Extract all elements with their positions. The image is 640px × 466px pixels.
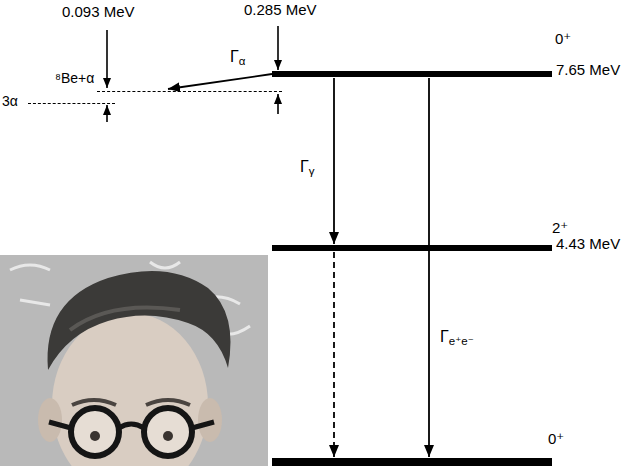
threshold-level: ⁸Be+α (97, 91, 282, 92)
decay-width: Γγ (300, 158, 315, 178)
energy-level: 0⁺7.65 MeV (272, 71, 552, 77)
spin-parity: 0⁺ (555, 31, 571, 48)
gap-energy: 0.285 MeV (244, 2, 317, 19)
gap-arrow (277, 94, 279, 114)
energy-level: 2⁺4.43 MeV (272, 245, 552, 251)
transition-arrow (428, 78, 430, 457)
transition-arrow (168, 74, 272, 89)
energy-level: 0⁺ (272, 458, 552, 466)
transition-arrow (333, 252, 335, 457)
gap-energy: 0.093 MeV (62, 4, 135, 21)
spin-parity: 2⁺ (552, 220, 568, 237)
level-label: ⁸Be+α (55, 71, 94, 86)
level-label: 0⁺ (548, 431, 564, 448)
level-label: 3α (2, 94, 18, 109)
decay-width: Γα (230, 48, 245, 68)
gap-arrow (106, 30, 108, 88)
energy-value: 7.65 MeV (556, 62, 620, 79)
gap-arrow (277, 26, 279, 70)
threshold-level: 3α (28, 103, 115, 104)
transition-arrow (333, 78, 335, 244)
gap-arrow (106, 105, 108, 122)
energy-value: 4.43 MeV (556, 236, 620, 253)
decay-width: Γe⁺e⁻ (440, 328, 474, 348)
